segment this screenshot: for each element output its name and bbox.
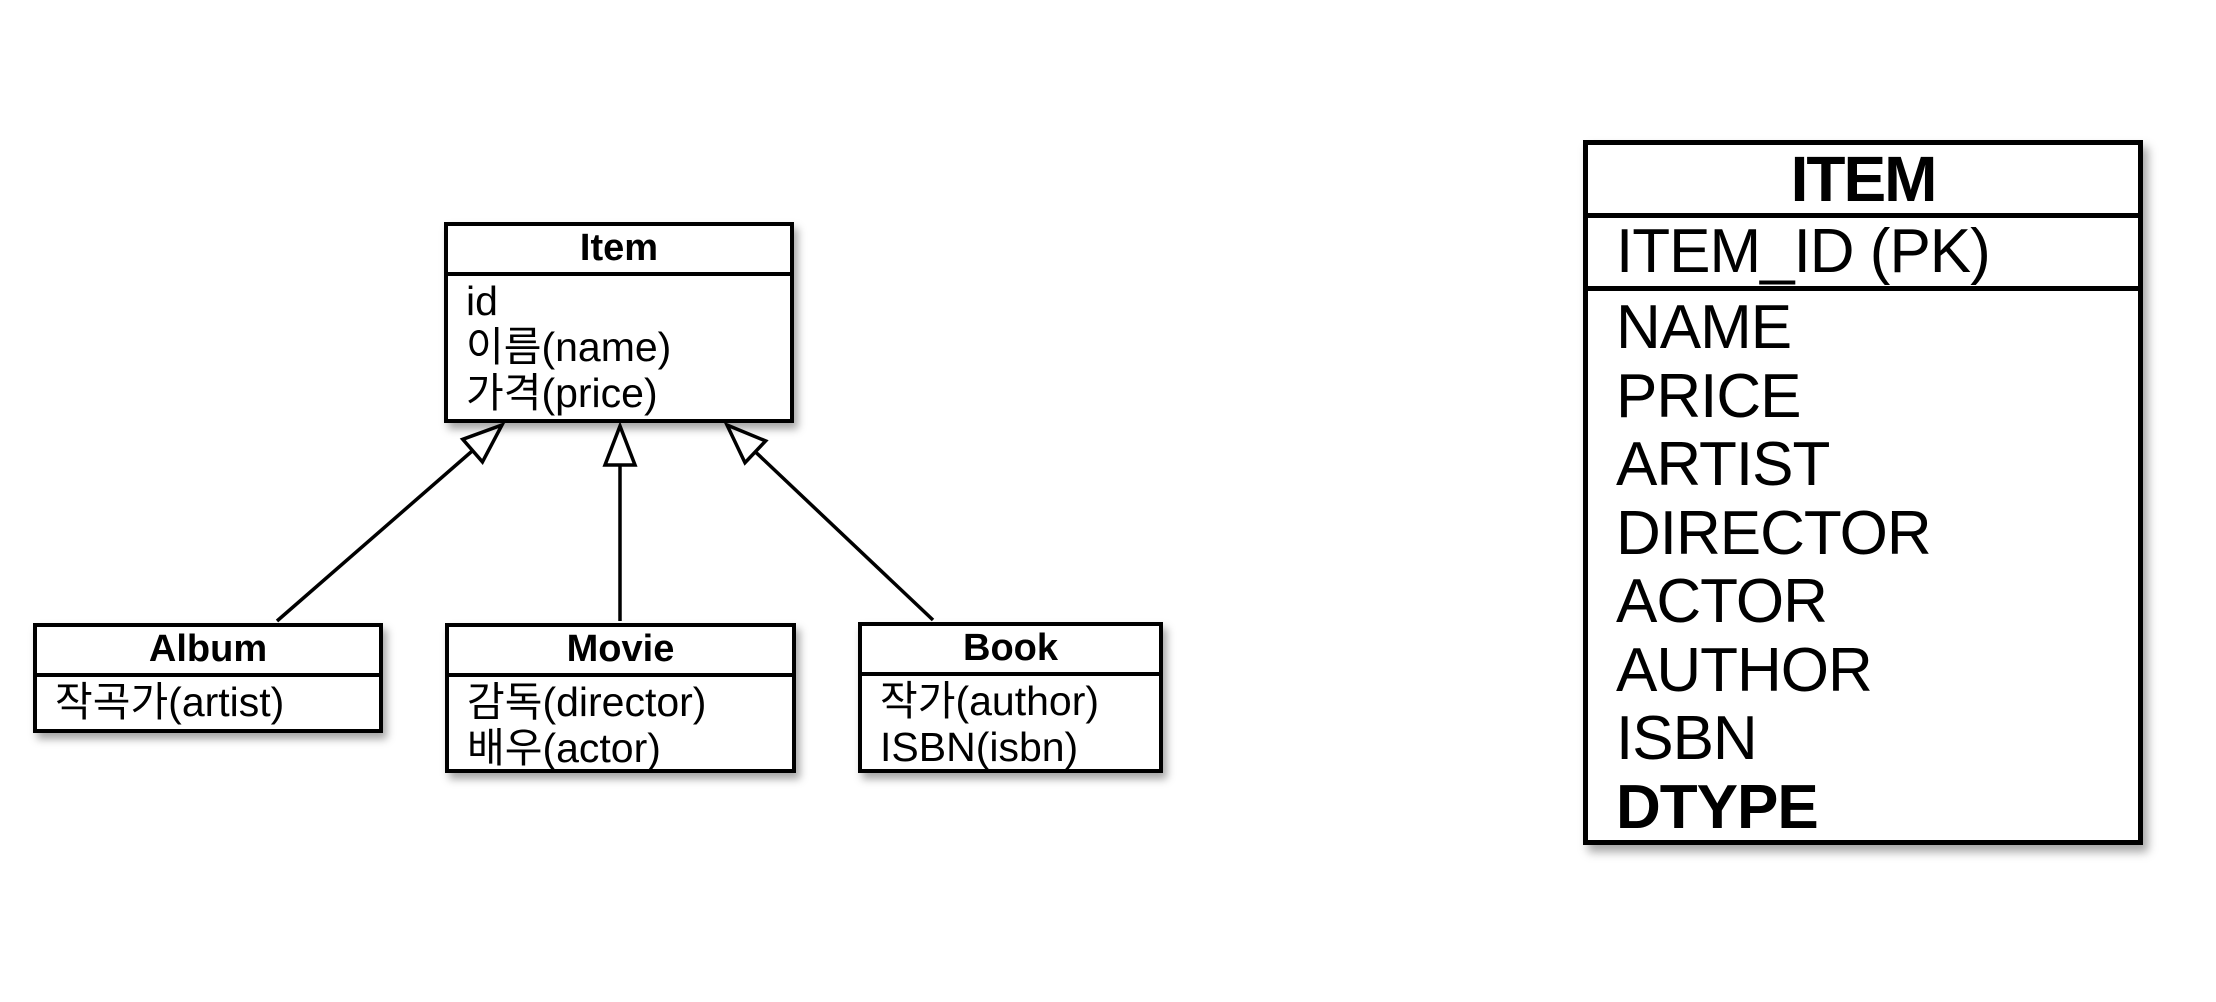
er-table-column: ARTIST [1616, 430, 1830, 499]
er-table-columns: NAME PRICE ARTIST DIRECTOR ACTOR AUTHOR … [1588, 291, 2138, 842]
generalization-arrow-album [275, 425, 502, 623]
class-title-album: Album [37, 627, 379, 677]
class-attributes-movie: 감독(director) 배우(actor) [449, 677, 792, 771]
er-table-item: ITEM ITEM_ID (PK) NAME PRICE ARTIST DIRE… [1583, 140, 2143, 845]
class-attribute: 감독(director) [467, 679, 707, 725]
er-table-column: PRICE [1616, 361, 1801, 431]
generalization-arrow-book [727, 425, 935, 622]
class-attribute: 배우(actor) [467, 725, 661, 771]
er-table-title: ITEM [1588, 145, 2138, 218]
class-title-item: Item [448, 226, 790, 276]
er-table-column-dtype: DTYPE [1616, 772, 1819, 842]
class-attribute: 작곡가(artist) [55, 679, 285, 725]
class-attributes-item: id 이름(name) 가격(price) [448, 276, 790, 416]
class-title-book: Book [862, 626, 1159, 676]
er-table-column: ACTOR [1616, 567, 1828, 636]
er-table-column: AUTHOR [1616, 635, 1873, 705]
class-attributes-book: 작가(author) ISBN(isbn) [862, 676, 1159, 770]
class-attributes-album: 작곡가(artist) [37, 677, 379, 725]
class-attribute: 이름(name) [466, 324, 672, 370]
class-box-item: Item id 이름(name) 가격(price) [444, 222, 794, 423]
er-table-column: DIRECTOR [1616, 498, 1932, 568]
er-table-column: NAME [1616, 293, 1792, 362]
class-box-album: Album 작곡가(artist) [33, 623, 383, 733]
class-box-book: Book 작가(author) ISBN(isbn) [858, 622, 1163, 773]
class-attribute: ISBN(isbn) [880, 724, 1079, 770]
er-table-pk-column: ITEM_ID (PK) [1588, 218, 2138, 291]
class-title-movie: Movie [449, 627, 792, 677]
class-attribute: 가격(price) [466, 370, 658, 416]
class-box-movie: Movie 감독(director) 배우(actor) [445, 623, 796, 773]
er-table-column: ISBN [1616, 704, 1758, 773]
class-attribute: id [466, 278, 498, 324]
class-attribute: 작가(author) [880, 678, 1099, 724]
